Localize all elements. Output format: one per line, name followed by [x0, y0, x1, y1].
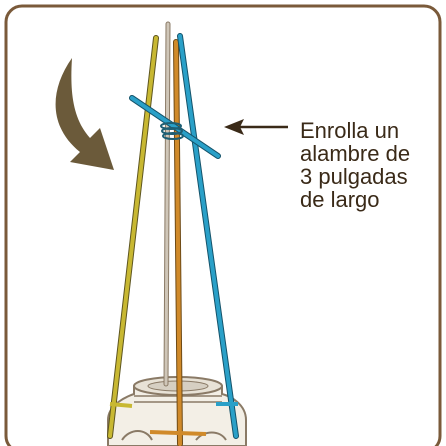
left-arrow-icon: [224, 119, 288, 135]
callout-line-4: de largo: [300, 187, 380, 212]
wire-blue: [177, 33, 239, 439]
curved-arrow-icon: [55, 58, 114, 170]
wire-wrap-coil: [160, 122, 184, 140]
wire-gray: [163, 21, 171, 387]
panel-border: [4, 4, 442, 446]
callout-line-3: 3 pulgadas: [300, 164, 408, 189]
callout-line-2: alambre de: [300, 141, 411, 166]
wire-orange: [149, 39, 207, 446]
wire-yellow: [107, 35, 159, 439]
callout-line-1: Enrolla un: [300, 118, 400, 143]
callout-text: Enrolla un alambre de 3 pulgadas de larg…: [300, 119, 440, 211]
binding-wire: [129, 95, 221, 159]
